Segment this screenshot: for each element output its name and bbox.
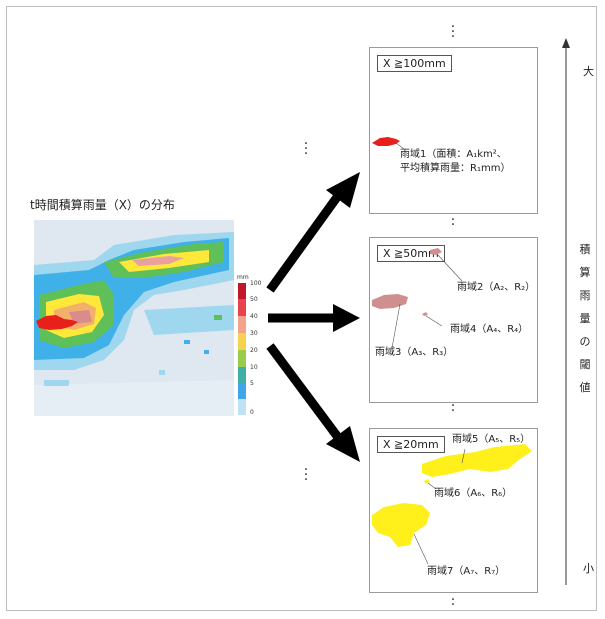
colorbar-tick: 40 — [250, 313, 258, 320]
threshold-axis-head — [562, 38, 570, 48]
ellipsis-left-bottom: ··· — [303, 462, 309, 488]
panel-50mm: X ≧50mm 雨域2（A₂、R₂） 雨域4（A₄、R₄） 雨域3（A₃、R₃） — [369, 237, 538, 403]
threshold-label: X ≧100mm — [377, 55, 452, 72]
panel-100mm: X ≧100mm 雨域1（面積：A₁km²、 平均積算雨量：R₁mm） — [369, 47, 538, 214]
rain-area-label: 雨域6（A₆、R₆） — [434, 488, 513, 499]
rain-area-label: 雨域4（A₄、R₄） — [450, 324, 529, 335]
arrow-down — [266, 343, 344, 443]
colorbar-tick: 10 — [250, 364, 258, 371]
rain-area-label: 雨域2（A₂、R₂） — [457, 282, 536, 293]
rainfall-map — [34, 220, 234, 416]
colorbar-tick: 30 — [250, 330, 258, 337]
arrow-up — [266, 190, 344, 293]
map-title: t時間積算雨量（X）の分布 — [30, 198, 175, 212]
arrow-mid-head — [333, 304, 360, 332]
rain-areas-50 — [372, 248, 463, 349]
colorbar-tick: 50 — [250, 296, 258, 303]
rain-area-label: 雨域1（面積：A₁km²、 — [400, 149, 507, 160]
ellipsis-left-top: ··· — [303, 136, 309, 162]
colorbar — [238, 283, 246, 415]
axis-title-char: 閾 — [579, 358, 591, 371]
ellipsis-top: ··· — [450, 19, 456, 45]
axis-top-label: 大 — [583, 65, 594, 78]
rain-area-100 — [372, 137, 405, 150]
ellipsis: ·· — [450, 398, 456, 419]
axis-title-char: 積 — [579, 243, 591, 256]
rain-area-label: 雨域3（A₃、R₃） — [375, 347, 454, 358]
panel-20mm: X ≧20mm 雨域5（A₅、R₅） 雨域6（A₆、R₆） 雨域7（A₇、R₇） — [369, 428, 538, 593]
rain-area-label: 平均積算雨量：R₁mm） — [400, 163, 511, 174]
colorbar-unit: mm — [237, 274, 249, 281]
figure-frame — [6, 6, 597, 611]
colorbar-tick: 0 — [250, 409, 254, 416]
axis-title: 積 算 雨 量 の 閾 値 — [578, 238, 592, 399]
colorbar-tick: 100 — [250, 280, 262, 287]
rain-area-label: 雨域7（A₇、R₇） — [427, 566, 506, 577]
axis-title-char: 算 — [579, 266, 591, 279]
axis-title-char: 値 — [579, 381, 591, 394]
ellipsis: ·· — [450, 212, 456, 233]
axis-title-char: 雨 — [579, 289, 591, 302]
colorbar-tick: 20 — [250, 347, 258, 354]
rain-areas-20 — [372, 444, 532, 565]
arrow-down-head — [326, 426, 360, 462]
colorbar-tick: 5 — [250, 380, 254, 387]
axis-bottom-label: 小 — [583, 562, 594, 575]
rain-area-label: 雨域5（A₅、R₅） — [452, 434, 531, 445]
threshold-label: X ≧50mm — [377, 245, 445, 262]
axis-title-char: 量 — [579, 312, 591, 325]
axis-title-char: の — [579, 335, 591, 348]
ellipsis-bottom: ·· — [450, 592, 456, 613]
arrow-up-head — [326, 172, 360, 208]
threshold-label: X ≧20mm — [377, 436, 445, 453]
